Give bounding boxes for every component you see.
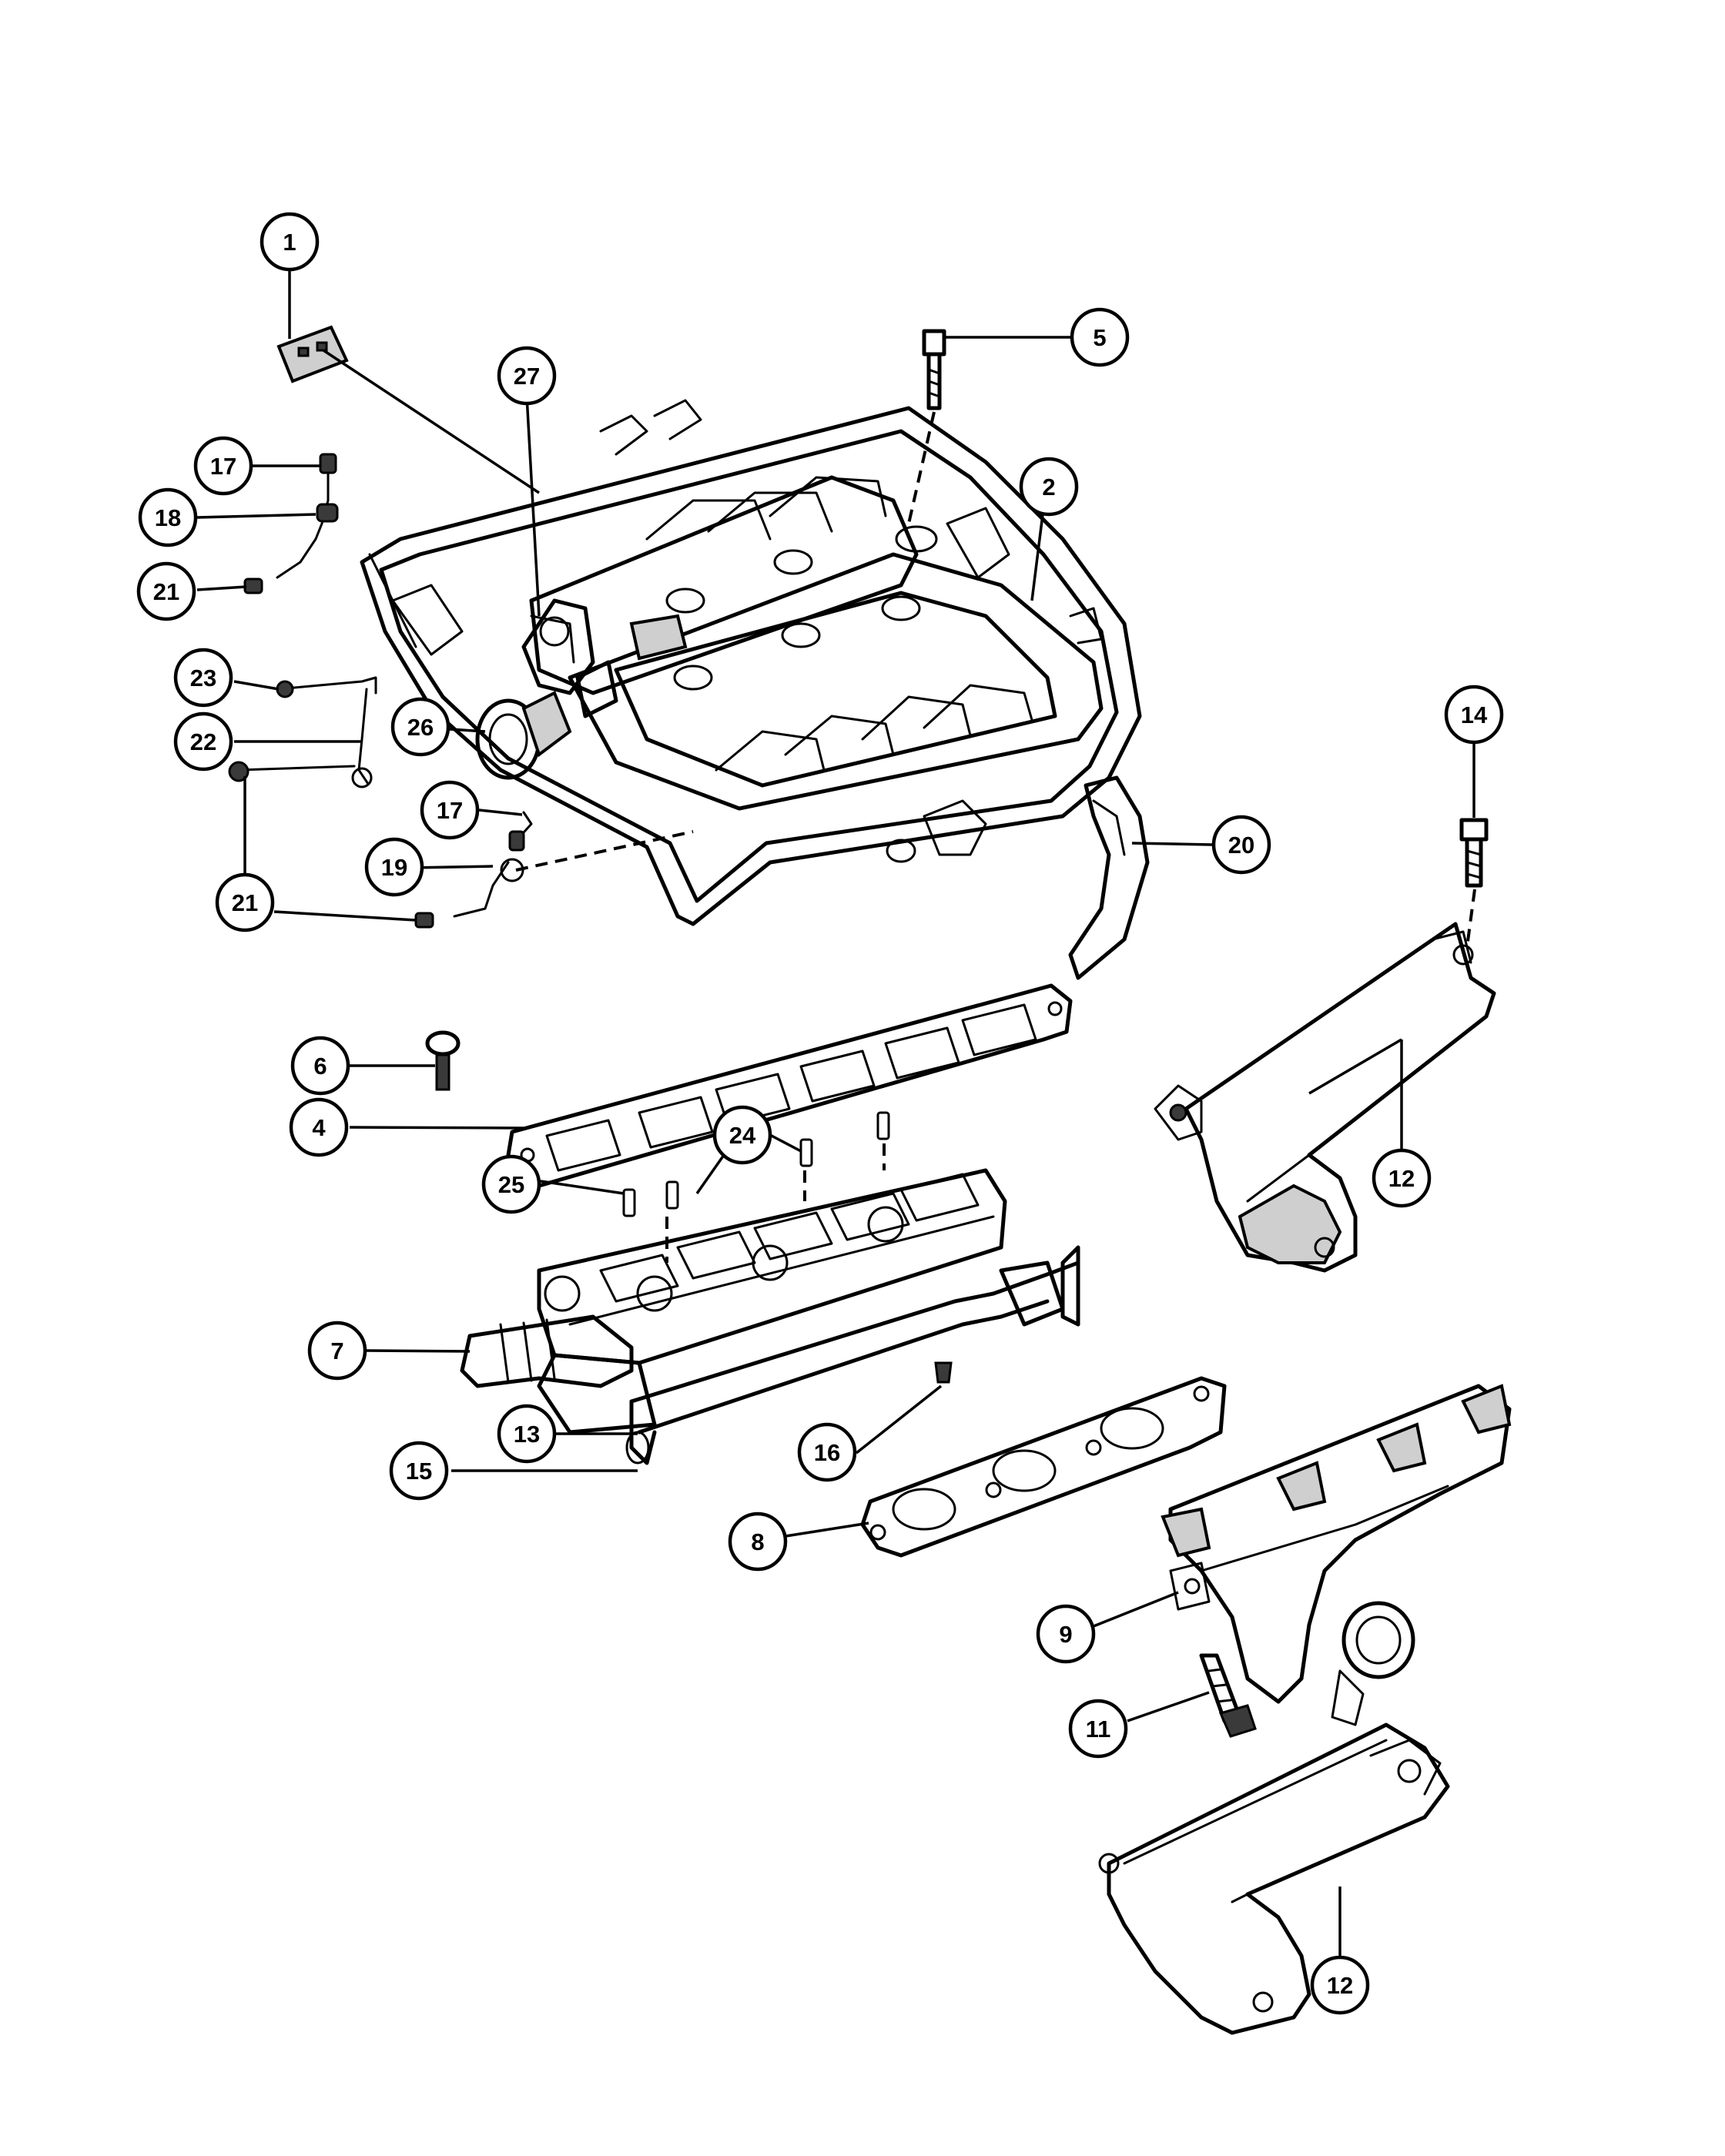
part-1-plate (276, 325, 349, 383)
svg-text:8: 8 (751, 1528, 764, 1555)
svg-text:12: 12 (1388, 1165, 1415, 1192)
callout-17-upper: 17 (193, 436, 253, 496)
left-fittings (228, 453, 533, 929)
callout-16: 16 (797, 1422, 857, 1482)
callout-13: 13 (497, 1404, 557, 1464)
svg-text:27: 27 (514, 363, 540, 390)
callout-4: 4 (289, 1097, 349, 1157)
svg-text:12: 12 (1327, 1972, 1353, 1999)
svg-text:17: 17 (210, 453, 236, 480)
svg-text:15: 15 (406, 1458, 432, 1485)
dowel-pins (622, 1111, 890, 1217)
callout-7: 7 (307, 1321, 367, 1381)
lower-intake-manifold (460, 1168, 1080, 1465)
exhaust-manifold (1161, 1384, 1512, 1726)
svg-text:24: 24 (729, 1122, 756, 1149)
svg-text:9: 9 (1059, 1621, 1072, 1648)
callout-12-upper: 12 (1372, 1148, 1432, 1208)
throttle-body (475, 598, 618, 780)
svg-text:5: 5 (1093, 324, 1106, 351)
callout-8: 8 (728, 1512, 788, 1572)
callout-26: 26 (390, 697, 451, 757)
callout-12-lower: 12 (1310, 1955, 1370, 2015)
svg-text:19: 19 (381, 854, 407, 881)
exhaust-gasket-8 (860, 1376, 1227, 1558)
callout-23: 23 (173, 648, 233, 708)
callout-1: 1 (260, 212, 320, 272)
callout-14: 14 (1444, 685, 1504, 745)
callout-18: 18 (138, 487, 198, 547)
callout-21-top: 21 (136, 561, 196, 621)
callout-17-lower: 17 (420, 780, 480, 840)
svg-text:13: 13 (514, 1421, 540, 1448)
callout-22: 22 (173, 711, 233, 772)
callout-19: 19 (364, 837, 424, 897)
leader-lines (196, 266, 1475, 1987)
svg-text:16: 16 (814, 1439, 840, 1466)
svg-text:7: 7 (330, 1337, 343, 1364)
svg-text:25: 25 (498, 1171, 524, 1198)
part-5-bolt (922, 329, 946, 410)
svg-text:20: 20 (1228, 832, 1254, 859)
svg-text:2: 2 (1042, 474, 1055, 500)
intake-gasket-4 (506, 983, 1073, 1188)
upper-intake-manifold (360, 399, 1142, 926)
svg-text:1: 1 (283, 229, 296, 256)
callout-27: 27 (497, 346, 557, 406)
callout-21-middle: 21 (215, 872, 275, 932)
svg-text:17: 17 (437, 797, 463, 824)
callout-5: 5 (1070, 307, 1130, 367)
callout-2: 2 (1019, 457, 1079, 517)
svg-text:21: 21 (232, 889, 258, 916)
svg-text:26: 26 (407, 714, 434, 741)
callout-9: 9 (1036, 1604, 1096, 1664)
svg-text:11: 11 (1086, 1716, 1111, 1743)
heat-shield-upper (1154, 922, 1496, 1273)
part-20-bracket (1068, 775, 1150, 980)
callout-20: 20 (1211, 815, 1271, 875)
svg-text:21: 21 (153, 578, 179, 605)
svg-text:22: 22 (190, 728, 216, 755)
callout-25: 25 (481, 1154, 541, 1214)
svg-text:4: 4 (312, 1114, 326, 1141)
part-11-bolt (1199, 1653, 1257, 1738)
heat-shield-lower (1098, 1722, 1450, 2035)
svg-text:18: 18 (155, 504, 181, 531)
svg-text:23: 23 (190, 665, 216, 691)
callout-6: 6 (290, 1036, 350, 1096)
svg-text:6: 6 (313, 1053, 327, 1080)
part-6-bolt (425, 1030, 461, 1091)
assembly-lines (515, 411, 1476, 1263)
callout-24: 24 (712, 1105, 772, 1165)
svg-text:14: 14 (1461, 701, 1488, 728)
part-14-bolt (1459, 818, 1489, 888)
callout-15: 15 (389, 1441, 449, 1501)
callout-11: 11 (1068, 1699, 1128, 1759)
